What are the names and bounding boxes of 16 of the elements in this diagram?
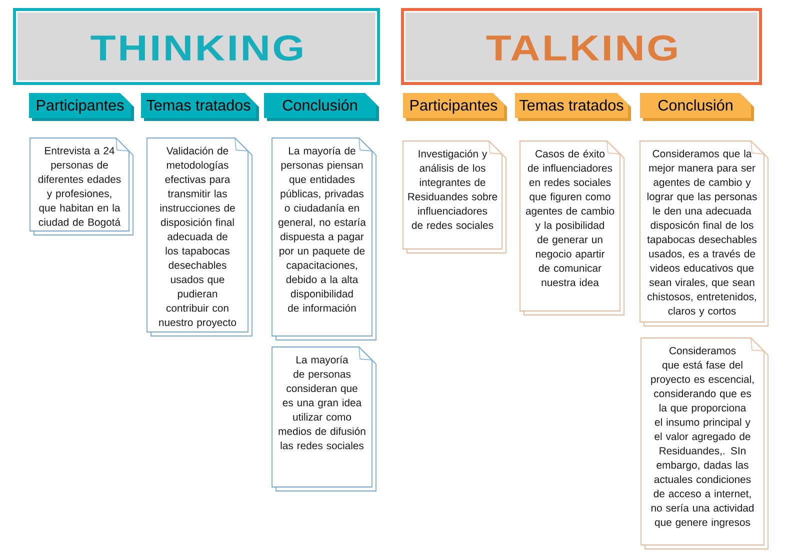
section-tab: Participantes <box>403 93 507 121</box>
section-tab: Participantes <box>29 93 134 121</box>
note-card: La mayoría de personas piensan que entidades públicas, privadas o ciudadanía en general, no estaría dispuesta a pagar por un paquete de capacitaciones, debido a la alta disponibilidad de información <box>272 138 376 340</box>
note-card: Validación de metodologías efectivas para transmitir las instrucciones de disposición final adecuada de los tapabocas desechables usados que pudieran contribuir con nuestro proyecto <box>146 138 252 336</box>
section-tab: Temas tratados <box>515 93 631 121</box>
note-card: Consideramos que está fase del proyecto es escencial, considerando que es la que proporciona el insumo principal y el valor agregado de Residuandes,. SIn embargo, dadas las actuales condiciones de acceso a internet, no sería una actividad que genere ingresos <box>640 338 768 550</box>
note-card: Consideramos que la mejor manera para ser agentes de cambio y lograr que las personas le den una adecuada disposicón final de los tapabocas desechables usados, es a través de videos educativos que sean virales, que sean chistosos, entretenidos, claros y cortos <box>640 140 768 326</box>
banner-box: TALKING <box>401 8 762 85</box>
note-card: Entrevista a 24 personas de diferentes edades y profesiones, que habitan en la ciudad de Bogotá <box>30 138 134 236</box>
section-tab: Temas tratados <box>141 93 259 121</box>
note-card: Investigación y análisis de los integrantes de Residuandes sobre influenciadores de redes sociales <box>402 140 506 254</box>
note-card: Casos de éxito de influenciadores en redes sociales que figuren como agentes de cambio y la posibilidad de generar un negocio apartir de comunicar nuestra idea <box>520 140 624 316</box>
note-card: La mayoría de personas consideran que es una gran idea utilizar como medios de difusión las redes sociales <box>272 346 376 492</box>
section-tab: Conclusión <box>640 93 754 121</box>
banner-box: THINKING <box>13 8 380 85</box>
section-tab: Conclusión <box>264 93 379 121</box>
